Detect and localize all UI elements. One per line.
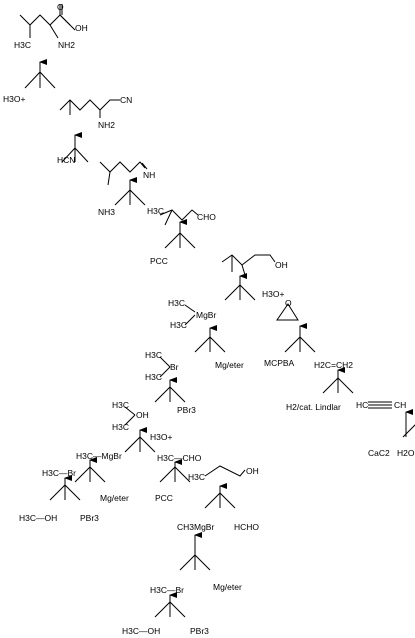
leucine-structure: O OH H3C NH2 (14, 2, 88, 50)
retro-arrow-10 (402, 409, 415, 438)
acetylene-ch: CH (394, 400, 406, 410)
methylbromide-1: H3C—Br (42, 468, 76, 478)
epoxide-o: O (285, 298, 292, 308)
aldehyde-structure: H3C CHO (147, 206, 216, 226)
retro-arrow-12 (74, 457, 106, 483)
cac2-reagent: CaC2 (368, 448, 390, 458)
imine-nh: NH (143, 170, 155, 180)
retro-arrow-1 (24, 59, 56, 89)
mg-eter-reagent-2: Mg/eter (100, 493, 129, 503)
imine-structure: NH (99, 161, 155, 186)
retro-arrow-4 (164, 219, 196, 249)
nh3-reagent: NH3 (98, 207, 115, 217)
leucine-nh2: NH2 (58, 40, 75, 50)
retro-arrow-14 (49, 475, 81, 501)
alcohol-oh: OH (275, 260, 288, 270)
isopropanol-h3c-bot: H3C (112, 422, 129, 432)
pbr3-reagent-1: PBr3 (177, 405, 196, 415)
retro-arrow-11 (124, 427, 156, 453)
leucine-h3c: H3C (14, 40, 31, 50)
isopropanol-h3c-top: H3C (112, 400, 129, 410)
methylbromide-2: H3C—Br (150, 585, 184, 595)
h2o-reagent: H2O (397, 448, 415, 458)
alcohol-structure: OH (221, 254, 288, 276)
methanol-2: H3C—OH (122, 626, 160, 636)
methylmgbr-1: H3C—MgBr (76, 451, 122, 461)
ethylene-label: H2C=CH2 (314, 360, 353, 370)
bromide-br: Br (170, 362, 179, 372)
grignard-h3c-top: H3C (168, 298, 185, 308)
retro-arrow-6 (194, 325, 226, 353)
acetaldehyde: H3C—CHO (157, 453, 202, 463)
mcpba-reagent: MCPBA (264, 358, 295, 368)
bromide-h3c-top: H3C (145, 350, 162, 360)
ethanol-structure: H3C OH (188, 465, 259, 482)
h3o-reagent-1: H3O+ (3, 94, 25, 104)
grignard-mgbr: MgBr (196, 310, 216, 320)
mg-eter-reagent-1: Mg/eter (215, 360, 244, 370)
h3o-reagent-2: H3O+ (262, 289, 284, 299)
pbr3-reagent-2: PBr3 (80, 513, 99, 523)
hcho-reagent: HCHO (234, 522, 259, 532)
leucine-carbonyl-o: O (57, 2, 64, 12)
ch3mgbr: CH3MgBr (177, 522, 214, 532)
leucine-oh: OH (75, 23, 88, 33)
retro-arrow-2 (61, 132, 89, 163)
grignard-h3c-bot: H3C (170, 320, 187, 330)
acetylene-hc: HC (356, 400, 368, 410)
retro-arrow-7 (284, 323, 316, 353)
bromide-h3c-bot: H3C (145, 372, 162, 382)
aldehyde-h3c: H3C (147, 206, 164, 216)
retro-arrow-13 (159, 459, 191, 483)
pcc-reagent-1: PCC (150, 256, 168, 266)
pbr3-reagent-3: PBr3 (190, 626, 209, 636)
bromide-isopropyl: H3C Br H3C (145, 350, 179, 382)
retro-arrow-15 (204, 483, 236, 509)
ethanol-oh: OH (246, 466, 259, 476)
retro-arrow-3 (114, 177, 146, 206)
nitrile-cn: CN (120, 95, 132, 105)
retro-arrow-17 (154, 592, 186, 618)
isopropanol-structure: H3C OH H3C (112, 400, 149, 432)
aminonitrile-structure: CN NH2 (59, 95, 132, 130)
lindlar-reagent: H2/cat. Lindlar (286, 402, 341, 412)
pcc-reagent-2: PCC (155, 493, 173, 503)
retro-arrow-8 (154, 377, 186, 403)
h3o-reagent-3: H3O+ (150, 432, 172, 442)
isopropanol-oh: OH (136, 410, 149, 420)
grignard-isopropyl: H3C MgBr H3C (168, 298, 216, 330)
acetylene-structure: HC CH (356, 400, 406, 410)
methanol-1: H3C—OH (19, 513, 57, 523)
retro-arrow-5 (224, 273, 256, 301)
retro-arrow-9 (322, 367, 354, 394)
mg-eter-reagent-3: Mg/eter (213, 582, 242, 592)
ethylene-structure: H2C=CH2 (314, 360, 353, 370)
nitrile-nh2: NH2 (98, 120, 115, 130)
hcn-reagent: HCN (57, 155, 75, 165)
aldehyde-cho: CHO (197, 212, 216, 222)
retro-arrow-16 (179, 532, 211, 571)
epoxide-structure: O (276, 298, 299, 321)
ethanol-h3c: H3C (188, 472, 205, 482)
